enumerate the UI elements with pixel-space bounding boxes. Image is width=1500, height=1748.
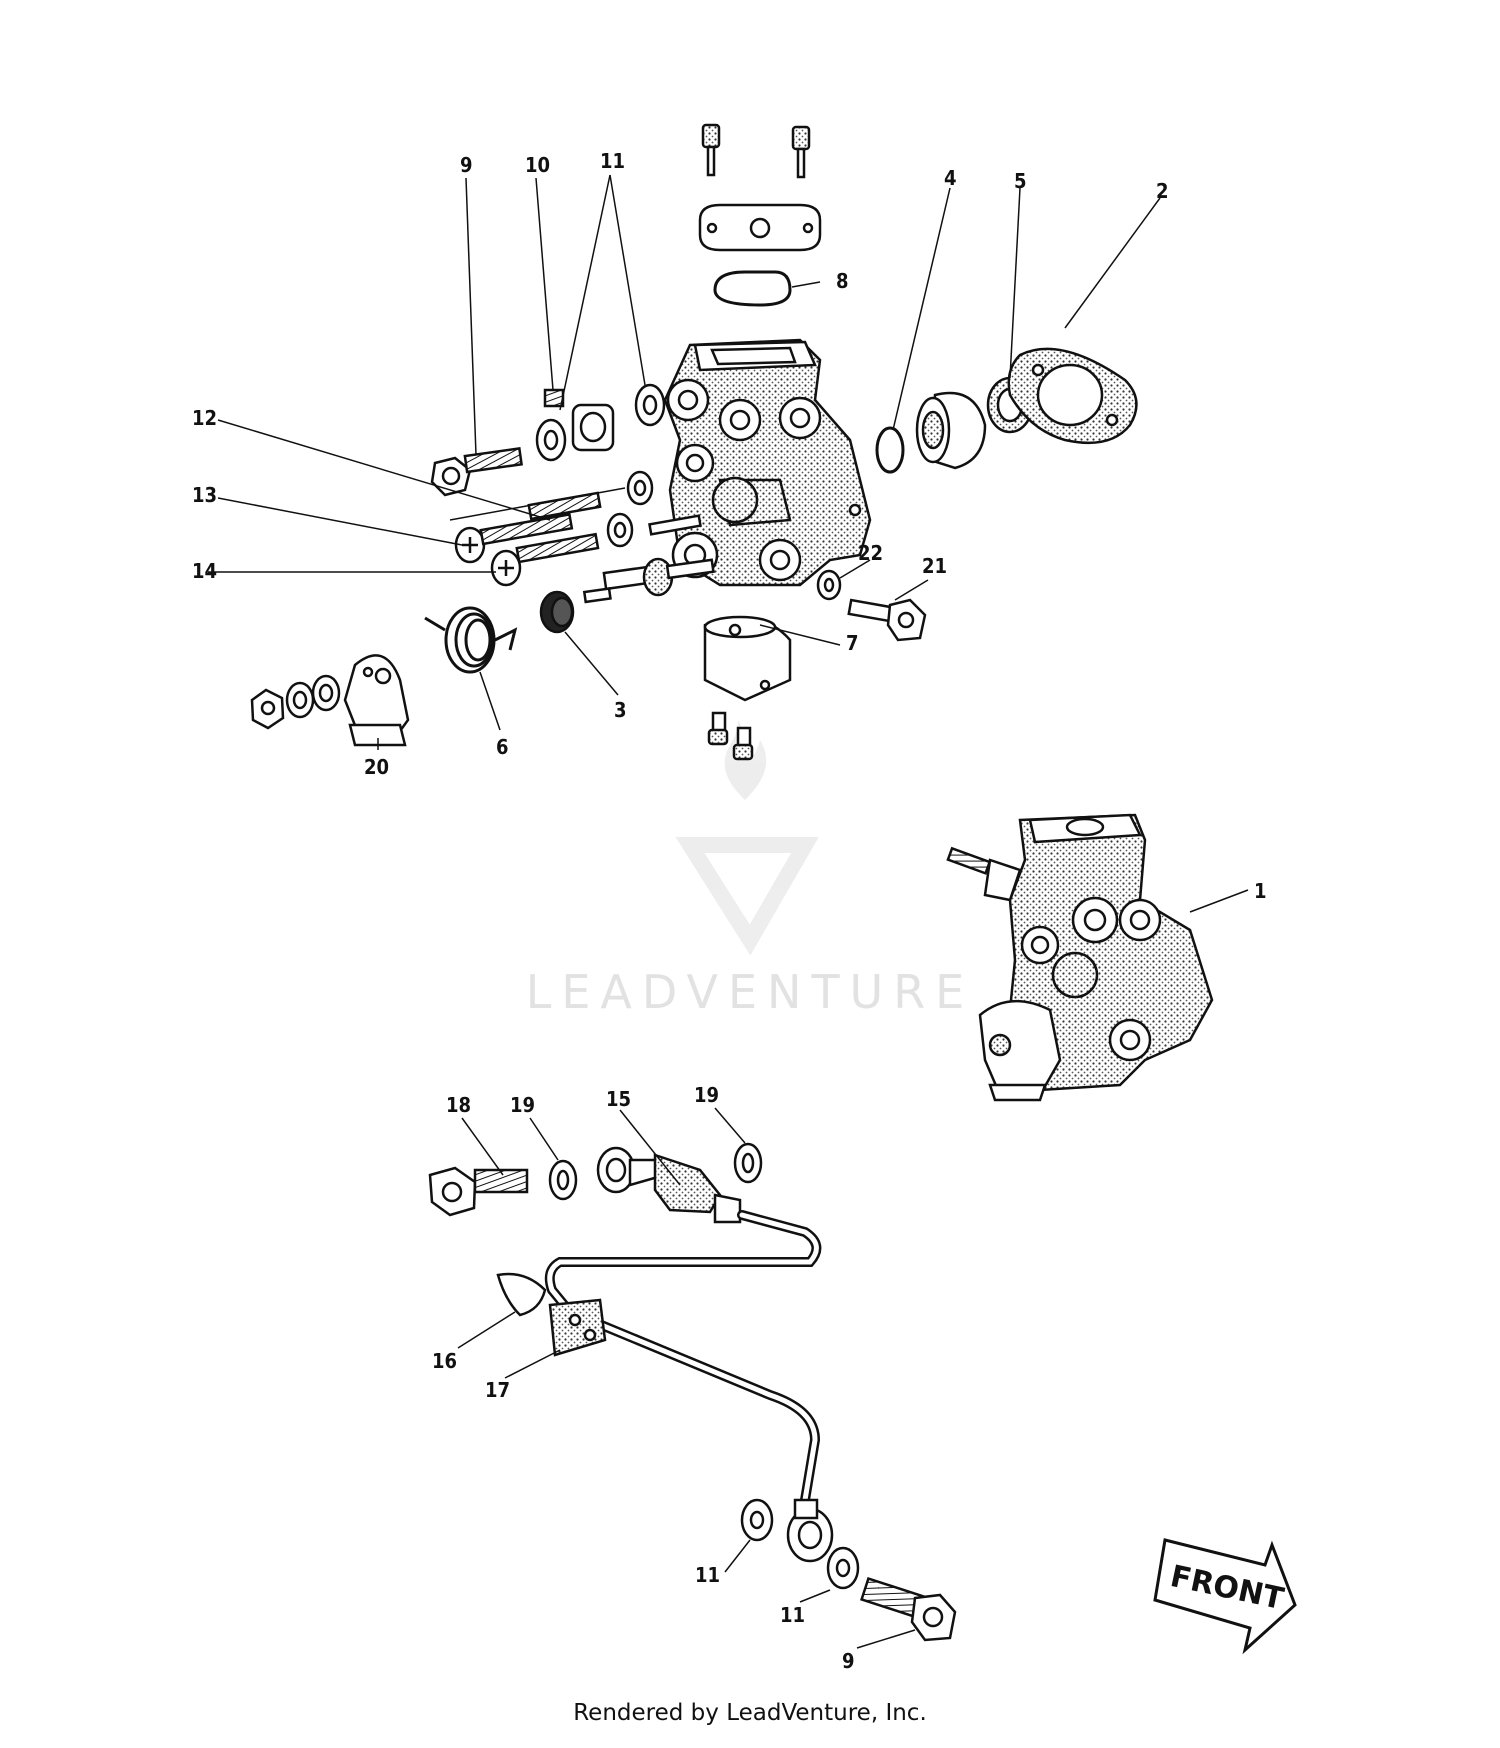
return-spring-6: [424, 606, 518, 674]
o-ring-4: [875, 426, 905, 474]
watermark-text: LEADVENTURE: [526, 965, 975, 1019]
callout-17: 17: [485, 1378, 510, 1402]
callout-20: 20: [364, 755, 389, 779]
grommet-17: [548, 1298, 607, 1357]
leader-lines-upper: [208, 174, 1161, 750]
assembled-oil-pump-1: [946, 813, 1214, 1102]
callout-13: 13: [192, 483, 217, 507]
callout-18: 18: [446, 1093, 471, 1117]
callout-labels: 9 10 11 4 5 2 8 12 13 14 22 21 7 3 6 20 …: [192, 149, 1267, 1673]
callout-1: 1: [1254, 879, 1267, 903]
adapter-fitting: [915, 391, 987, 470]
oil-pipe-fitting-15: [596, 1146, 742, 1224]
banjo-bolt-9: [430, 447, 523, 497]
upper-exploded-assembly: [250, 123, 1138, 761]
callout-16: 16: [432, 1349, 457, 1373]
cover-screw: [791, 125, 811, 179]
pump-lever-20: [343, 654, 410, 747]
lower-cover-screw: [707, 711, 729, 746]
callout-19: 19: [694, 1083, 719, 1107]
callout-11: 11: [600, 149, 625, 173]
bolt-21: [847, 598, 927, 642]
plunger-shaft: [582, 557, 715, 604]
callout-9: 9: [842, 1649, 855, 1673]
callout-15: 15: [606, 1087, 631, 1111]
oil-line-assembly: [428, 1142, 957, 1642]
callout-10: 10: [525, 153, 550, 177]
callout-14: 14: [192, 559, 217, 583]
callout-4: 4: [944, 166, 957, 190]
cover-screw: [701, 123, 721, 177]
callout-6: 6: [496, 735, 509, 759]
callout-3: 3: [614, 698, 627, 722]
front-direction-arrow: FRONT: [1153, 1538, 1297, 1655]
leader-lines-lower: [457, 1107, 916, 1649]
callout-22: 22: [858, 541, 883, 565]
cover-plate: [698, 203, 822, 252]
callout-7: 7: [846, 631, 859, 655]
banjo-bolt-9: [860, 1576, 957, 1642]
lower-cover-7: [703, 615, 792, 702]
render-credit: Rendered by LeadVenture, Inc.: [573, 1700, 927, 1726]
spring-3: [539, 590, 575, 634]
pipe-clip-16: [496, 1272, 547, 1317]
screw-13: [454, 513, 574, 564]
screw-14: [490, 532, 600, 587]
callout-5: 5: [1014, 169, 1027, 193]
oil-pipe-lower-fitting: [786, 1498, 834, 1563]
callout-19: 19: [510, 1093, 535, 1117]
callout-9: 9: [460, 153, 473, 177]
callout-8: 8: [836, 269, 849, 293]
pump-body: [648, 338, 872, 587]
lower-cover-screw: [732, 726, 754, 761]
banjo-bolt-18: [428, 1166, 529, 1217]
o-ring-8: [713, 270, 792, 307]
callout-11: 11: [780, 1603, 805, 1627]
callout-12: 12: [192, 406, 217, 430]
leader-line-1: [1189, 889, 1249, 913]
callout-21: 21: [922, 554, 947, 578]
callout-11: 11: [695, 1563, 720, 1587]
gasket-2: [1007, 347, 1138, 445]
banjo-fitting: [543, 388, 615, 452]
callout-2: 2: [1156, 179, 1169, 203]
